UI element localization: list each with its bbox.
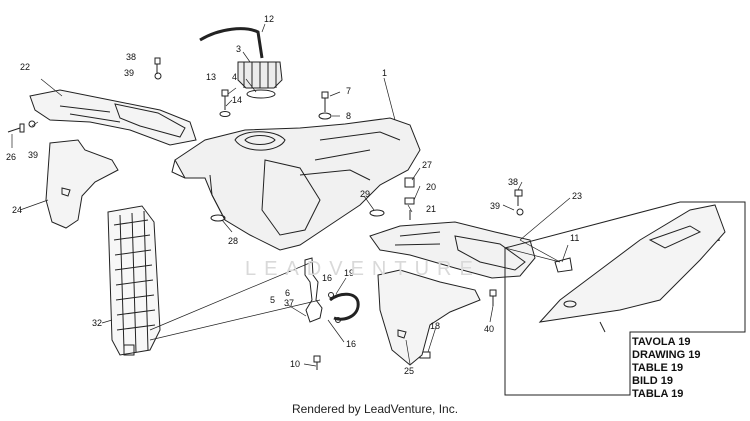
callout-23: 23 — [572, 191, 582, 201]
callout-labels: 12 3 4 1 7 8 13 14 38 39 22 39 26 24 32 … — [6, 14, 582, 376]
callout-29: 29 — [360, 189, 370, 199]
callout-20: 19 — [344, 268, 354, 278]
callout-25: 25 — [404, 366, 414, 376]
breather-hose — [199, 27, 264, 59]
callout-38-right: 38 — [508, 177, 518, 187]
callout-40: 40 — [484, 324, 494, 334]
fuel-hose — [329, 292, 360, 321]
callout-28: 28 — [228, 236, 238, 246]
callout-32: 32 — [92, 318, 102, 328]
fuel-tank — [174, 117, 421, 251]
footer-credit: Rendered by LeadVenture, Inc. — [291, 402, 459, 416]
callout-16-top: 16 — [322, 273, 332, 283]
callout-4: 4 — [232, 72, 237, 82]
left-side-cover — [29, 89, 197, 146]
right-side-cover — [369, 221, 536, 279]
right-shroud — [377, 269, 481, 366]
table-label-bild: BILD 19 — [632, 375, 673, 387]
detail-side-cover — [538, 204, 726, 323]
callout-5: 5 — [270, 295, 275, 305]
leader-lines — [11, 23, 571, 367]
callout-39-left: 39 — [28, 150, 38, 160]
table-label-tabla: TABLA 19 — [632, 388, 684, 400]
fuel-tap — [304, 257, 323, 323]
table-label-tavola: TAVOLA 19 — [632, 336, 691, 348]
callout-39-left-top: 39 — [124, 68, 134, 78]
callout-16-bottom: 16 — [346, 339, 356, 349]
callout-24: 24 — [12, 205, 22, 215]
detail-inset-frame — [504, 201, 746, 396]
callout-11: 11 — [570, 233, 579, 243]
callout-18: 18 — [430, 321, 440, 331]
callout-3: 3 — [236, 44, 241, 54]
callout-13: 13 — [206, 72, 216, 82]
callout-27: 27 — [422, 160, 432, 170]
callout-6: 6 — [285, 288, 290, 298]
callout-8: 8 — [346, 111, 351, 121]
table-label-drawing: DRAWING 19 — [632, 349, 701, 361]
callout-12: 12 — [264, 14, 274, 24]
callout-37: 37 — [284, 298, 294, 308]
callout-10: 10 — [290, 359, 300, 369]
watermark: LEADVENTURE — [245, 258, 481, 280]
callout-39-right: 39 — [490, 201, 500, 211]
callout-21: 21 — [426, 204, 436, 214]
table-label-table: TABLE 19 — [632, 362, 684, 374]
callout-26: 26 — [6, 152, 16, 162]
callout-1: 1 — [382, 68, 387, 78]
callout-14: 14 — [232, 95, 242, 105]
left-shroud — [45, 139, 119, 229]
callout-22: 22 — [20, 62, 30, 72]
callout-7: 7 — [346, 86, 351, 96]
callout-19: 20 — [426, 182, 436, 192]
callout-38-left: 38 — [126, 52, 136, 62]
